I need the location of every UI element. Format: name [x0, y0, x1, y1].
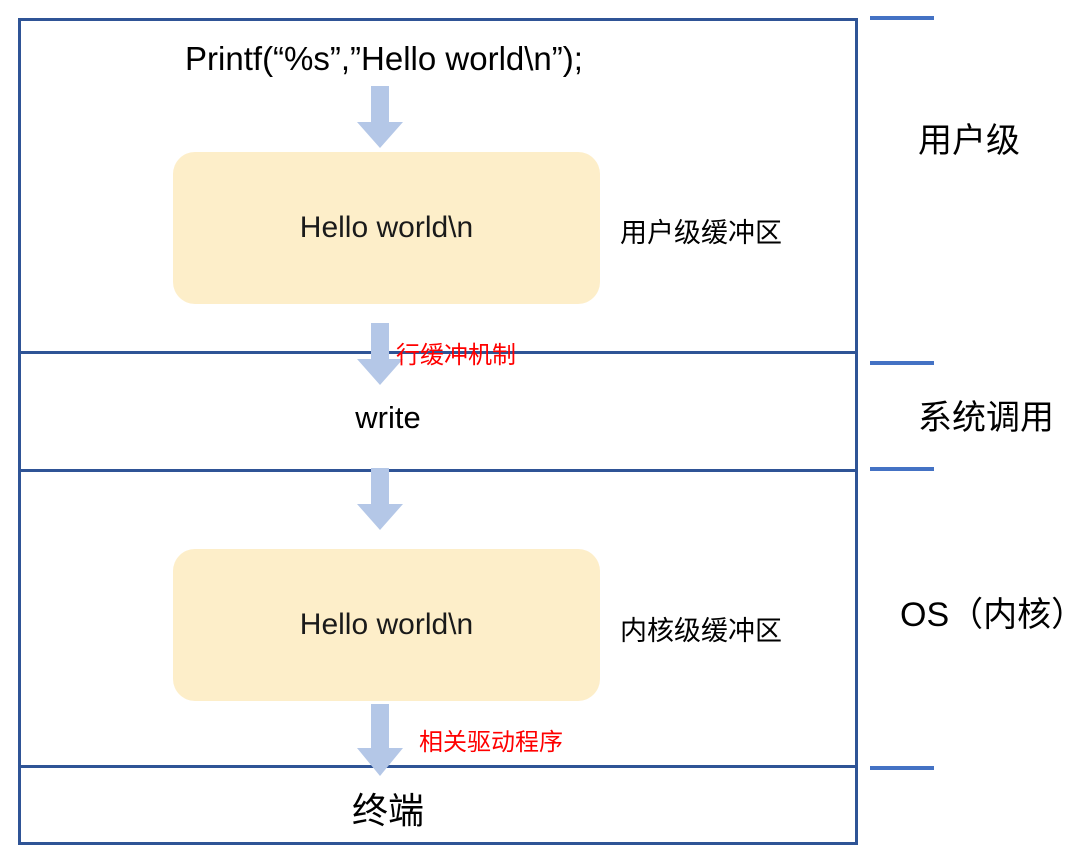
layer-label-system-call: 系统调用 [918, 399, 1054, 437]
divider-syscall-to-kernel [18, 469, 858, 472]
arrow-write-to-kernel-buffer-icon [357, 468, 403, 530]
layer-tick-top [870, 16, 934, 20]
kernel-level-buffer-content: Hello world\n [299, 608, 474, 641]
arrow-user-buffer-to-write-icon [357, 323, 403, 385]
layer-label-os-kernel: OS（内核） [900, 596, 1065, 634]
user-level-buffer-box: Hello world\n [173, 152, 600, 304]
user-level-buffer-content: Hello world\n [299, 211, 474, 244]
arrow-printf-to-user-buffer-icon [357, 86, 403, 148]
kernel-level-buffer-box: Hello world\n [173, 549, 600, 701]
printf-code-line: Printf(“%s”,”Hello world\n”); [185, 40, 583, 77]
layer-tick-user-level [870, 361, 934, 365]
diagram-outer-box [18, 18, 858, 845]
divider-kernel-to-terminal [18, 765, 858, 768]
annotation-device-driver: 相关驱动程序 [419, 729, 563, 756]
annotation-line-buffering: 行缓冲机制 [396, 342, 516, 369]
layer-tick-os-kernel [870, 766, 934, 770]
divider-user-to-syscall [18, 351, 858, 354]
terminal-label: 终端 [351, 790, 424, 831]
arrow-kernel-buffer-to-terminal-icon [357, 704, 403, 776]
user-level-buffer-caption: 用户级缓冲区 [620, 218, 782, 248]
kernel-level-buffer-caption: 内核级缓冲区 [620, 616, 782, 646]
write-syscall-label: write [355, 400, 421, 435]
layer-label-user-level: 用户级 [918, 122, 1020, 160]
layer-tick-system-call [870, 467, 934, 471]
